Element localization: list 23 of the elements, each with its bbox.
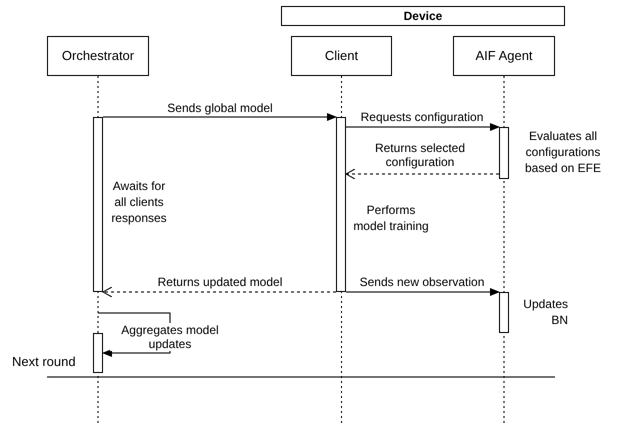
participant-box: Orchestrator <box>47 36 149 76</box>
activity-note: Performs model training <box>352 202 430 234</box>
activation-bar <box>93 333 103 373</box>
participant-box: Client <box>291 36 392 76</box>
section-label: Next round <box>12 353 76 371</box>
activity-note: Evaluates all configurations based on EFE <box>524 128 602 176</box>
edge-label: Returns updated model <box>156 275 284 289</box>
activation-bar <box>93 117 103 292</box>
activation-bar <box>499 127 509 179</box>
activation-bar <box>499 292 509 333</box>
message-arrow <box>346 288 500 296</box>
participant-box: AIF Agent <box>453 36 555 76</box>
group-header-box: Device <box>281 6 565 26</box>
edge-label: Sends new observation <box>358 275 486 289</box>
edge-label: Sends global model <box>165 101 275 115</box>
activation-bar <box>336 117 346 292</box>
return-arrow <box>102 286 336 298</box>
return-arrow <box>346 168 500 180</box>
edge-label: Requests configuration <box>358 110 486 124</box>
message-arrow <box>102 113 337 121</box>
activity-note: Updates BN <box>522 296 568 328</box>
message-arrow <box>346 123 500 131</box>
activity-note: Awaits for all clients responses <box>110 178 168 226</box>
